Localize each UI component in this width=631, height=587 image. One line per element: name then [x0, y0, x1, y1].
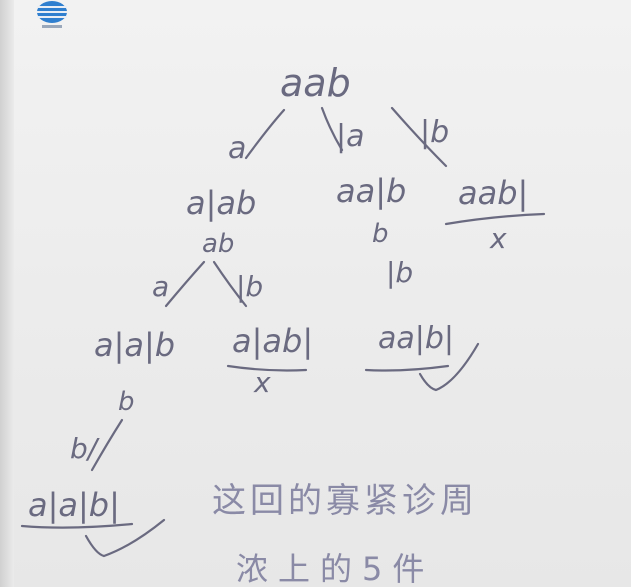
level2-right-mark-x: x: [253, 366, 271, 399]
level1-right-mark-x: x: [489, 222, 507, 255]
leftmost-sub-branch-label: b/: [70, 432, 100, 465]
level3-underline: [20, 522, 134, 529]
level1-right-node: aab|: [458, 174, 528, 212]
left-sub-branch-label-a: a: [152, 270, 169, 303]
handwritten-note-line2: 浓上的5件: [236, 550, 434, 587]
root-branch-left: [244, 108, 286, 160]
root-branch-middle: [320, 106, 344, 152]
leftmost-sub-remaining: b: [118, 387, 135, 417]
middle-sub-branch-label: |b: [386, 256, 413, 289]
level1-left-node: a|ab: [186, 184, 256, 222]
level3-check-icon: [84, 518, 166, 558]
level2-middle-check-icon: [418, 342, 480, 392]
app-logo-icon: [37, 1, 67, 28]
level2-middle-node: aa|b|: [378, 321, 454, 356]
level2-middle-underline: [364, 364, 450, 372]
middle-sub-remaining: b: [372, 219, 389, 249]
level2-left-node: a|a|b: [94, 326, 175, 364]
left-sub-remaining: ab: [202, 229, 234, 259]
level1-middle-node: aa|b: [336, 172, 406, 210]
root-branch-label-a2: |a: [336, 119, 365, 154]
level1-right-underline: [444, 212, 546, 226]
leftmost-sub-branch: [90, 418, 124, 472]
handwritten-note-line1: 这回的寡紧诊周: [212, 481, 478, 521]
root-branch-label-b: |b: [420, 115, 449, 150]
level2-right-node: a|ab|: [232, 322, 313, 360]
level2-right-underline: [226, 364, 308, 372]
level3-node: a|a|b|: [28, 486, 120, 524]
root-node-label: aab: [280, 61, 351, 105]
left-sub-branch-left: [164, 260, 206, 308]
whiteboard-edge: [0, 0, 14, 587]
left-sub-branch-label-b: |b: [236, 270, 263, 303]
root-branch-label-a: a: [228, 131, 246, 166]
root-branch-right: [390, 106, 448, 168]
left-sub-branch-right: [212, 260, 248, 308]
